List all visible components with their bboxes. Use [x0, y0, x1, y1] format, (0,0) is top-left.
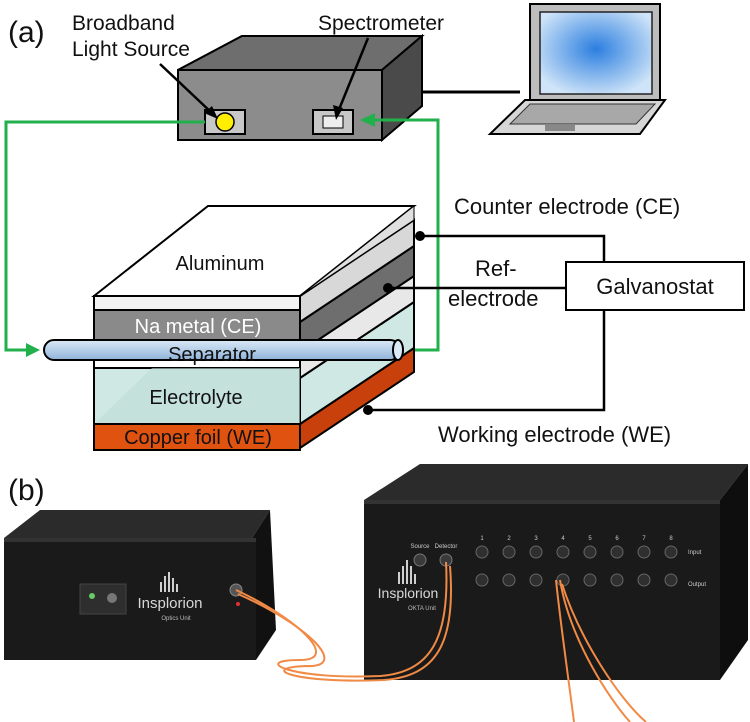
orange-fibers — [235, 561, 647, 722]
spectrometer-box — [177, 33, 425, 143]
laptop-icon — [487, 3, 667, 135]
optics-unit-panel — [79, 583, 127, 615]
unit1-model: Optics Unit — [161, 616, 191, 622]
electrode-wires — [368, 234, 606, 412]
output-port — [475, 573, 489, 587]
layer-na-metal — [93, 309, 301, 343]
input-port — [583, 545, 597, 559]
unit2-output-label: Output — [688, 582, 706, 588]
layer-copper — [93, 423, 301, 451]
source-port — [413, 553, 427, 567]
channel-number-label: 3 — [534, 536, 538, 542]
unit2-detector-label: Detector — [435, 544, 458, 550]
unit2-source-label: Source — [410, 544, 430, 550]
okta-port-grid: 1 2 3 4 5 6 7 8 — [413, 536, 678, 587]
input-port — [664, 545, 678, 559]
unit2-brand: Insplorion — [378, 585, 439, 601]
input-port — [637, 545, 651, 559]
output-port — [664, 573, 678, 587]
okta-unit — [364, 464, 748, 680]
output-port — [637, 573, 651, 587]
input-port — [502, 545, 516, 559]
ref-electrode-label-1: Ref- — [475, 256, 517, 281]
panel-a-label: (a) — [8, 16, 45, 49]
input-port — [475, 545, 489, 559]
fiber-arrow-right — [360, 113, 375, 127]
layer-label-separator: Separator — [168, 344, 256, 366]
channel-number-label: 6 — [615, 536, 619, 542]
galvanostat-label: Galvanostat — [596, 274, 713, 299]
counter-electrode-label: Counter electrode (CE) — [454, 194, 680, 219]
battery-cell — [43, 204, 417, 451]
fiber-arrow-left — [26, 343, 40, 357]
ref-contact — [383, 283, 393, 293]
channel-number-label: 8 — [669, 536, 673, 542]
layer-label-copper: Copper foil (WE) — [124, 427, 272, 449]
insplorion-logo-1 — [160, 572, 178, 592]
input-port — [556, 545, 570, 559]
channel-number-label: 2 — [507, 536, 511, 542]
layer-label-aluminum: Aluminum — [176, 253, 265, 275]
input-port — [529, 545, 543, 559]
galvanostat-box — [565, 261, 745, 311]
spectrometer-label: Spectrometer — [318, 12, 444, 35]
unit1-brand: Insplorion — [137, 595, 202, 612]
channel-number-label: 1 — [480, 536, 484, 542]
unit2-model: OKTA Unit — [408, 606, 436, 612]
input-port — [610, 545, 624, 559]
output-port — [502, 573, 516, 587]
working-electrode-label: Working electrode (WE) — [438, 422, 671, 447]
layer-label-na-metal: Na metal (CE) — [135, 316, 262, 338]
laptop-screen — [539, 11, 653, 95]
ce-contact — [415, 231, 425, 241]
ref-electrode-label-2: electrode — [448, 286, 539, 311]
output-port — [610, 573, 624, 587]
led-indicator — [215, 112, 235, 132]
light-source-label-2: Light Source — [72, 38, 190, 61]
insplorion-logo-2 — [398, 560, 416, 584]
output-port — [529, 573, 543, 587]
unit2-input-label: Input — [688, 550, 702, 556]
layer-label-electrolyte: Electrolyte — [149, 387, 242, 409]
channel-number-label: 5 — [588, 536, 592, 542]
layer-aluminum — [93, 295, 301, 311]
optics-unit — [4, 510, 276, 660]
panel-b-label: (b) — [8, 474, 45, 507]
we-contact — [363, 405, 373, 415]
light-source-label-1: Broadband — [72, 12, 175, 35]
output-port — [583, 573, 597, 587]
channel-number-label: 7 — [642, 536, 646, 542]
channel-number-label: 4 — [561, 536, 565, 542]
